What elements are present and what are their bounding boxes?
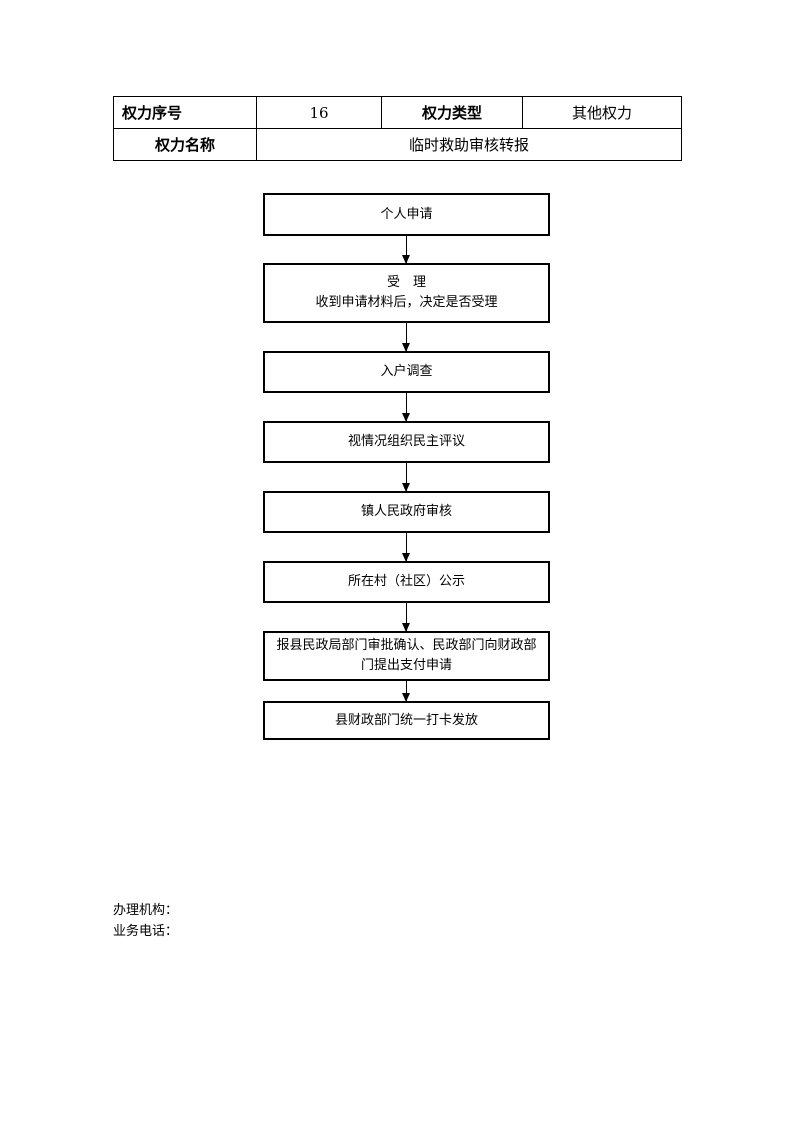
flow-step-label: 县财政部门统一打卡发放 xyxy=(334,712,478,728)
seq-label: 权力序号 xyxy=(113,96,257,129)
flow-arrow xyxy=(402,603,410,632)
flow-step-label: 个人申请 xyxy=(380,206,433,222)
flow-step-approval: 报县民政局部门审批确认、民政部门向财政部门提出支付申请 xyxy=(263,631,550,681)
name-value: 临时救助审核转报 xyxy=(256,128,682,161)
table-row: 权力序号 16 权力类型 其他权力 xyxy=(113,96,682,129)
flow-arrow xyxy=(402,323,410,352)
flow-step-label: 报县民政局部门审批确认、民政部门向财政部门提出支付申请 xyxy=(276,638,537,673)
flow-arrow xyxy=(402,393,410,422)
table-row: 权力名称 临时救助审核转报 xyxy=(113,128,682,161)
flow-step-title: 受 理 xyxy=(386,275,426,290)
flow-step-publicity: 所在村（社区）公示 xyxy=(263,561,550,603)
flow-step-desc: 收到申请材料后，决定是否受理 xyxy=(315,295,498,310)
flow-step-apply: 个人申请 xyxy=(263,193,550,236)
type-value: 其他权力 xyxy=(522,96,682,129)
flow-step-town-audit: 镇人民政府审核 xyxy=(263,491,550,533)
power-info-table: 权力序号 16 权力类型 其他权力 权力名称 临时救助审核转报 xyxy=(113,96,682,161)
phone-label: 业务电话： xyxy=(113,924,179,939)
flow-step-accept: 受 理 收到申请材料后，决定是否受理 xyxy=(263,263,550,323)
flow-step-review: 视情况组织民主评议 xyxy=(263,421,550,463)
flow-arrow xyxy=(402,236,410,264)
flow-step-label: 镇人民政府审核 xyxy=(360,504,452,519)
flow-step-label: 所在村（社区）公示 xyxy=(347,574,465,589)
flow-arrow xyxy=(402,463,410,492)
seq-value: 16 xyxy=(256,96,382,129)
flow-arrow xyxy=(402,533,410,562)
flow-step-payout: 县财政部门统一打卡发放 xyxy=(263,701,550,740)
flow-step-home-visit: 入户调查 xyxy=(263,351,550,393)
flow-step-label: 入户调查 xyxy=(380,364,433,379)
flow-arrow xyxy=(402,681,410,702)
flow-step-label: 视情况组织民主评议 xyxy=(347,434,465,449)
office-label: 办理机构： xyxy=(113,903,179,918)
